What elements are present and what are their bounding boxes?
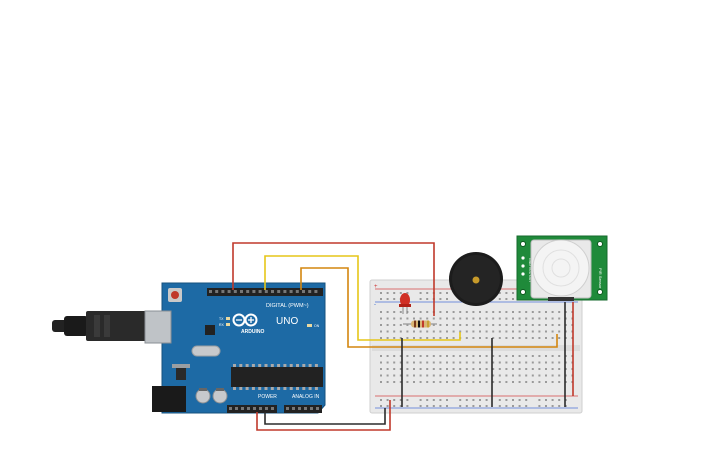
crystal: [191, 345, 221, 357]
on-led: [307, 324, 312, 327]
bottom-header-pins: [229, 407, 319, 410]
usb-plug: [64, 316, 88, 336]
on-label: ON: [314, 324, 320, 328]
brand-label: ARDUINO: [241, 329, 264, 335]
usb-cable-head: [86, 311, 148, 341]
capacitor: [212, 388, 228, 404]
arduino-uno: DIGITAL (PWM~) ARDUINO UNO TX RX ON: [52, 282, 326, 414]
piezo-buzzer: [449, 252, 503, 306]
analog-label: ANALOG IN: [292, 394, 320, 400]
wires: [232, 242, 574, 431]
atmega-chip: [231, 367, 323, 387]
wire-red-led: [232, 242, 435, 316]
power-label: POWER: [258, 394, 277, 400]
rail-plus-label: +: [374, 284, 378, 290]
pir-sensor: PIR Sensor GND VCC OUT: [516, 235, 608, 301]
pir-vendor-label: PIR Sensor: [598, 268, 603, 289]
pir-pins: [521, 256, 525, 276]
wire-orange-buzzer: [300, 267, 558, 348]
capacitor: [195, 388, 211, 404]
pir-dome: [532, 239, 590, 297]
model-label: UNO: [276, 316, 298, 327]
pir-pins-label: GND VCC OUT: [528, 258, 532, 283]
digital-label: DIGITAL (PWM~): [266, 303, 309, 309]
red-led: [399, 293, 411, 314]
resistor: [403, 320, 437, 328]
wire-black-ground: [264, 408, 386, 425]
power-header: [227, 405, 277, 413]
power-jack: [152, 386, 186, 412]
buzzer-center: [472, 276, 480, 284]
tx-label: TX: [219, 317, 224, 321]
analog-header: [284, 405, 322, 413]
wire-red-power: [256, 400, 391, 431]
rail-minus-label: -: [374, 302, 376, 308]
wire-yellow-pir-signal: [264, 255, 461, 341]
usb-port: [144, 310, 172, 344]
digital-header-pins: [209, 290, 318, 293]
rx-label: RX: [219, 323, 225, 327]
arduino-logo-icon: [232, 313, 258, 327]
